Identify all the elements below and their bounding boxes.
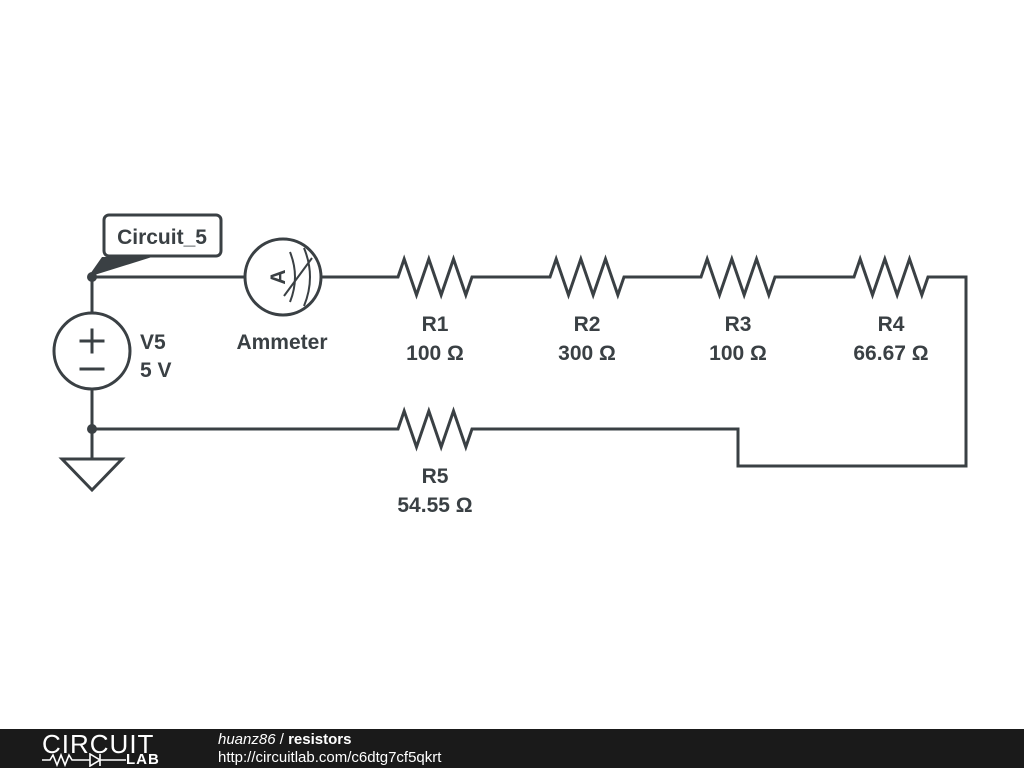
- circuitlab-logo[interactable]: CIRCUIT LAB: [40, 731, 180, 767]
- resistor-icon: [542, 254, 632, 300]
- resistor-name: R2: [574, 313, 601, 336]
- ammeter-label: Ammeter: [236, 331, 327, 354]
- ammeter-needle: [283, 257, 313, 297]
- credit-line: huanz86 / resistors: [218, 731, 351, 749]
- net-label-text: Circuit_5: [117, 226, 207, 249]
- resistor-name: R5: [422, 465, 449, 488]
- resistor-value: 300 Ω: [558, 342, 616, 365]
- junction-top: [87, 272, 97, 282]
- resistor-icon: [846, 254, 936, 300]
- resistor-value: 100 Ω: [406, 342, 464, 365]
- voltage-source-icon: [52, 311, 132, 391]
- resistor-icon: [390, 406, 480, 452]
- credit-separator: /: [275, 731, 289, 748]
- wire-r4-to-r5: [476, 275, 968, 468]
- plus-sign: [79, 328, 105, 354]
- logo-wordmark-bottom: LAB: [126, 751, 160, 768]
- net-label-box: [102, 213, 223, 258]
- ammeter[interactable]: A Ammeter: [236, 237, 328, 354]
- schematic-canvas: Circuit_5 V5 5 V A: [52, 213, 968, 517]
- ammeter-scale-arc-outer: [303, 247, 311, 307]
- footer-bar: CIRCUIT LAB huanz86 / resistors http://c…: [0, 729, 1024, 768]
- resistor-r3[interactable]: R3 100 Ω: [693, 254, 783, 365]
- circuit-url-link[interactable]: http://circuitlab.com/c6dtg7cf5qkrt: [218, 749, 442, 766]
- net-label-pointer: [88, 257, 152, 277]
- ground-icon: [58, 457, 126, 493]
- resistor-name: R1: [422, 313, 449, 336]
- junction-bottom: [87, 424, 97, 434]
- circuit-title-link[interactable]: resistors: [288, 731, 352, 748]
- source-name: V5: [140, 331, 166, 354]
- source-value: 5 V: [140, 359, 172, 382]
- resistor-r5[interactable]: R5 54.55 Ω: [390, 406, 480, 517]
- logo-wordmark-top: CIRCUIT: [42, 729, 155, 759]
- resistor-value: 100 Ω: [709, 342, 767, 365]
- ammeter-scale-arc: [289, 251, 296, 303]
- voltage-source-v5[interactable]: V5 5 V: [52, 311, 172, 391]
- resistor-icon: [693, 254, 783, 300]
- resistor-value: 54.55 Ω: [397, 494, 472, 517]
- resistor-r1[interactable]: R1 100 Ω: [390, 254, 480, 365]
- resistor-name: R4: [878, 313, 905, 336]
- author-link[interactable]: huanz86: [218, 731, 276, 748]
- resistor-value: 66.67 Ω: [853, 342, 928, 365]
- ammeter-icon: A: [243, 237, 323, 317]
- wires: [90, 275, 968, 468]
- resistor-name: R3: [725, 313, 752, 336]
- logo-circuit-icon: [42, 753, 126, 767]
- resistor-icon: [390, 254, 480, 300]
- resistor-r4[interactable]: R4 66.67 Ω: [846, 254, 936, 365]
- ammeter-symbol: A: [267, 269, 290, 284]
- net-label-flag[interactable]: Circuit_5: [88, 213, 223, 277]
- resistor-r2[interactable]: R2 300 Ω: [542, 254, 632, 365]
